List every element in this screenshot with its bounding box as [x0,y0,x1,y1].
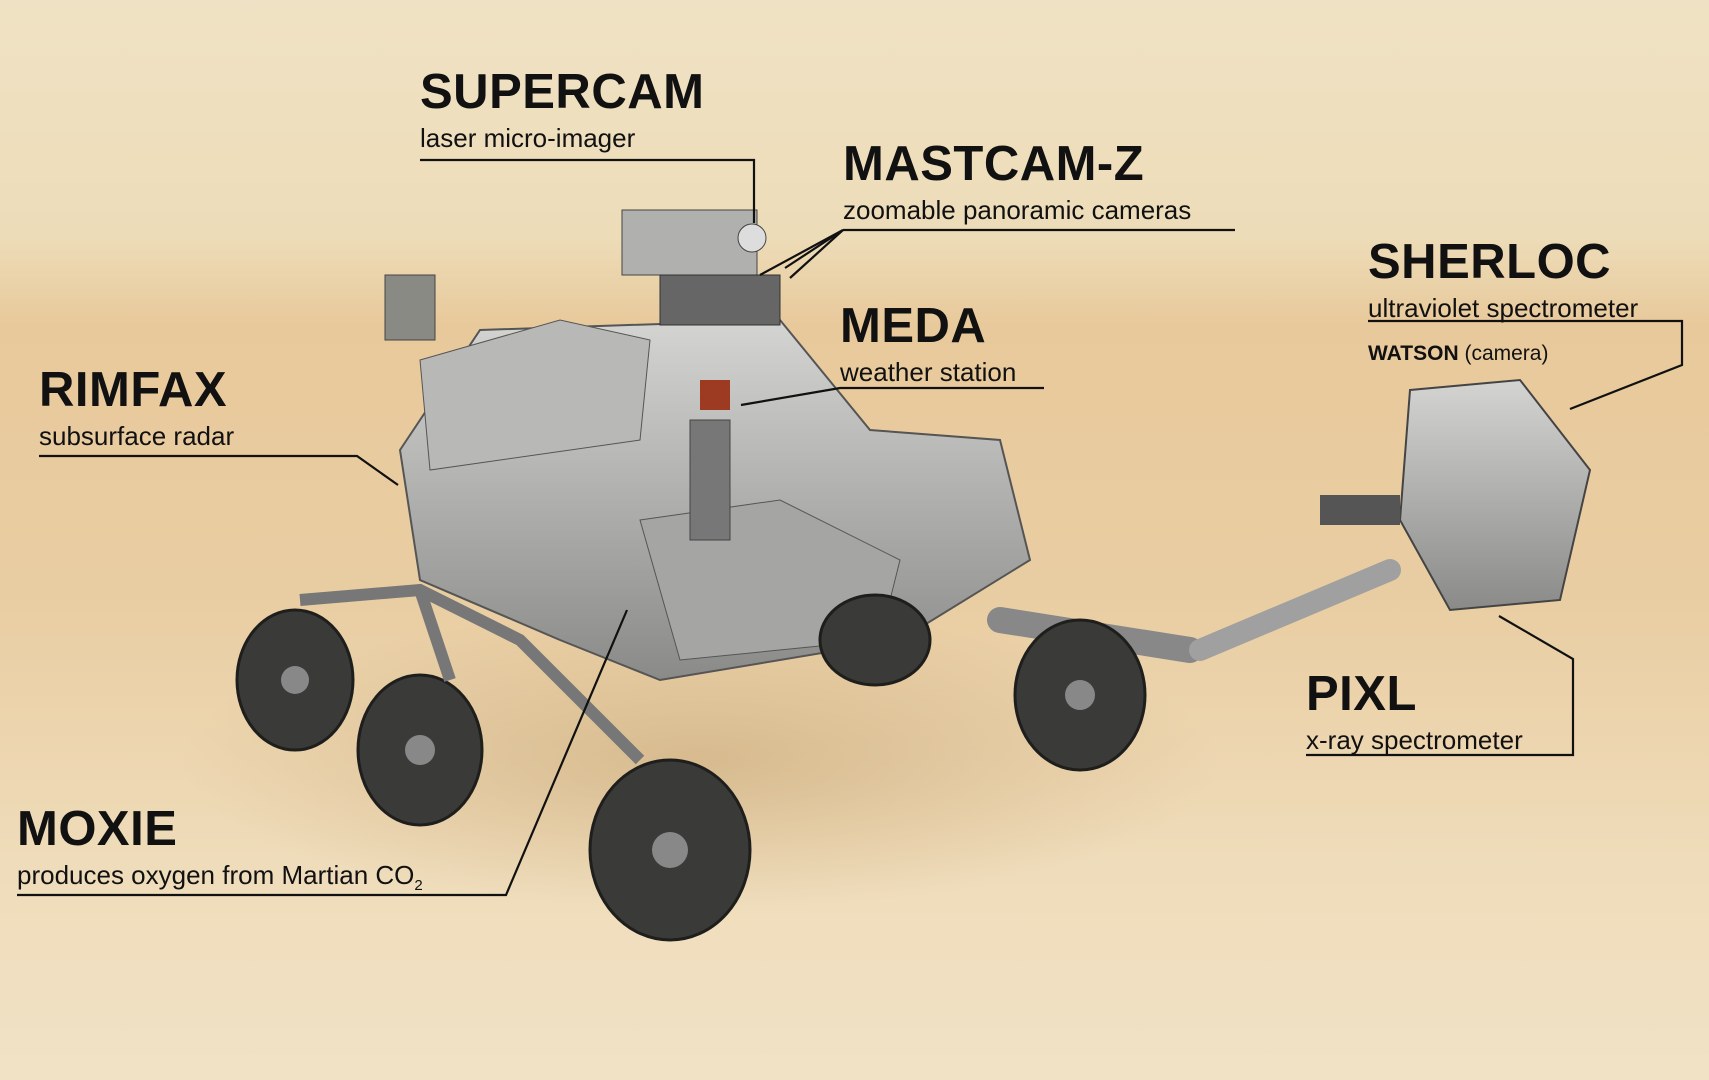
moxie-subtitle-text: produces oxygen from Martian CO [17,860,415,890]
rimfax-antenna [384,274,436,341]
arm-turret [1398,378,1592,612]
mastcam-cameras [659,274,781,326]
rimfax-subtitle: subsurface radar [39,421,235,451]
suspension [299,583,645,765]
watson-label: WATSON (camera) [1368,342,1638,366]
wheels [235,593,1147,942]
pixl-subtitle: x-ray spectrometer [1306,725,1523,755]
supercam-head [621,209,758,276]
supercam-subtitle: laser micro-imager [420,123,636,153]
label-moxie: MOXIE produces oxygen from Martian CO2 [17,802,423,894]
label-pixl: PIXL x-ray spectrometer [1306,667,1523,755]
supercam-title: SUPERCAM [420,65,705,119]
watson-desc: (camera) [1464,342,1549,365]
rimfax-title: RIMFAX [39,363,228,417]
sherloc-title: SHERLOC [1368,235,1612,289]
sherloc-subtitle: ultraviolet spectrometer [1368,293,1639,323]
label-mastcam-z: MASTCAM-Z zoomable panoramic cameras [843,137,1192,225]
mastcam-subtitle: zoomable panoramic cameras [843,195,1192,225]
leader-lines [17,158,1684,897]
watson-name: WATSON [1368,342,1459,365]
label-sherloc: SHERLOC ultraviolet spectrometer WATSON … [1368,238,1638,366]
mast [689,419,731,541]
mastcam-title: MASTCAM-Z [843,137,1145,191]
pixl-title: PIXL [1306,667,1417,721]
label-supercam: SUPERCAM laser micro-imager [420,65,705,153]
label-meda: MEDA weather station [840,299,1017,387]
label-rimfax: RIMFAX subsurface radar [39,363,235,451]
moxie-subscript: 2 [414,877,423,895]
moxie-title: MOXIE [17,802,178,856]
rover-arm [987,378,1592,663]
meda-title: MEDA [840,299,987,353]
moxie-subtitle: produces oxygen from Martian CO2 [17,862,423,893]
rover-body [384,209,1032,682]
meda-subtitle: weather station [840,357,1017,387]
